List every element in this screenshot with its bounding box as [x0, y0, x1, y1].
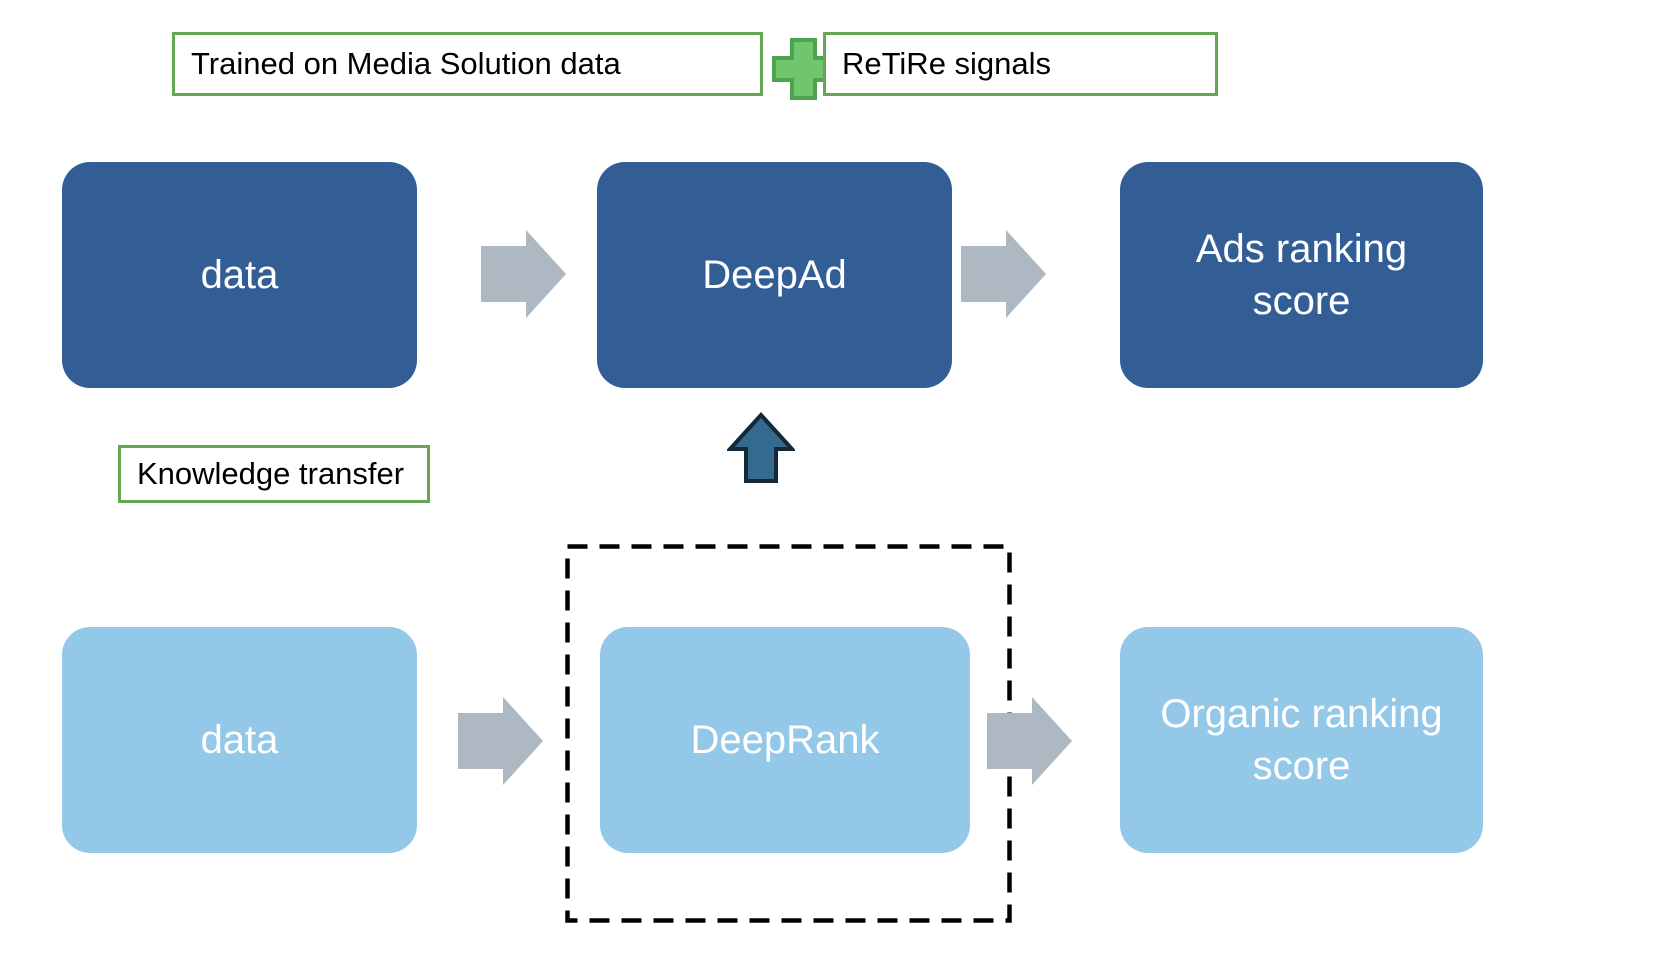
label-retire-signals: ReTiRe signals	[823, 32, 1218, 96]
right-arrow-icon	[987, 697, 1072, 785]
right-arrow-icon	[481, 230, 566, 318]
node-deeprank: DeepRank	[600, 627, 970, 853]
node-organic-data: data	[62, 627, 417, 853]
node-ads-ranking-score: Ads ranking score	[1120, 162, 1483, 388]
deeprank-dashed-outline	[565, 544, 1012, 923]
node-ads-data: data	[62, 162, 417, 388]
up-arrow-icon	[727, 412, 795, 483]
right-arrow-icon	[458, 697, 543, 785]
plus-icon	[772, 38, 835, 100]
label-trained-on-media-solution-data: Trained on Media Solution data	[172, 32, 763, 96]
node-deepad: DeepAd	[597, 162, 952, 388]
label-knowledge-transfer: Knowledge transfer	[118, 445, 430, 503]
right-arrow-icon	[961, 230, 1046, 318]
node-organic-ranking-score: Organic ranking score	[1120, 627, 1483, 853]
